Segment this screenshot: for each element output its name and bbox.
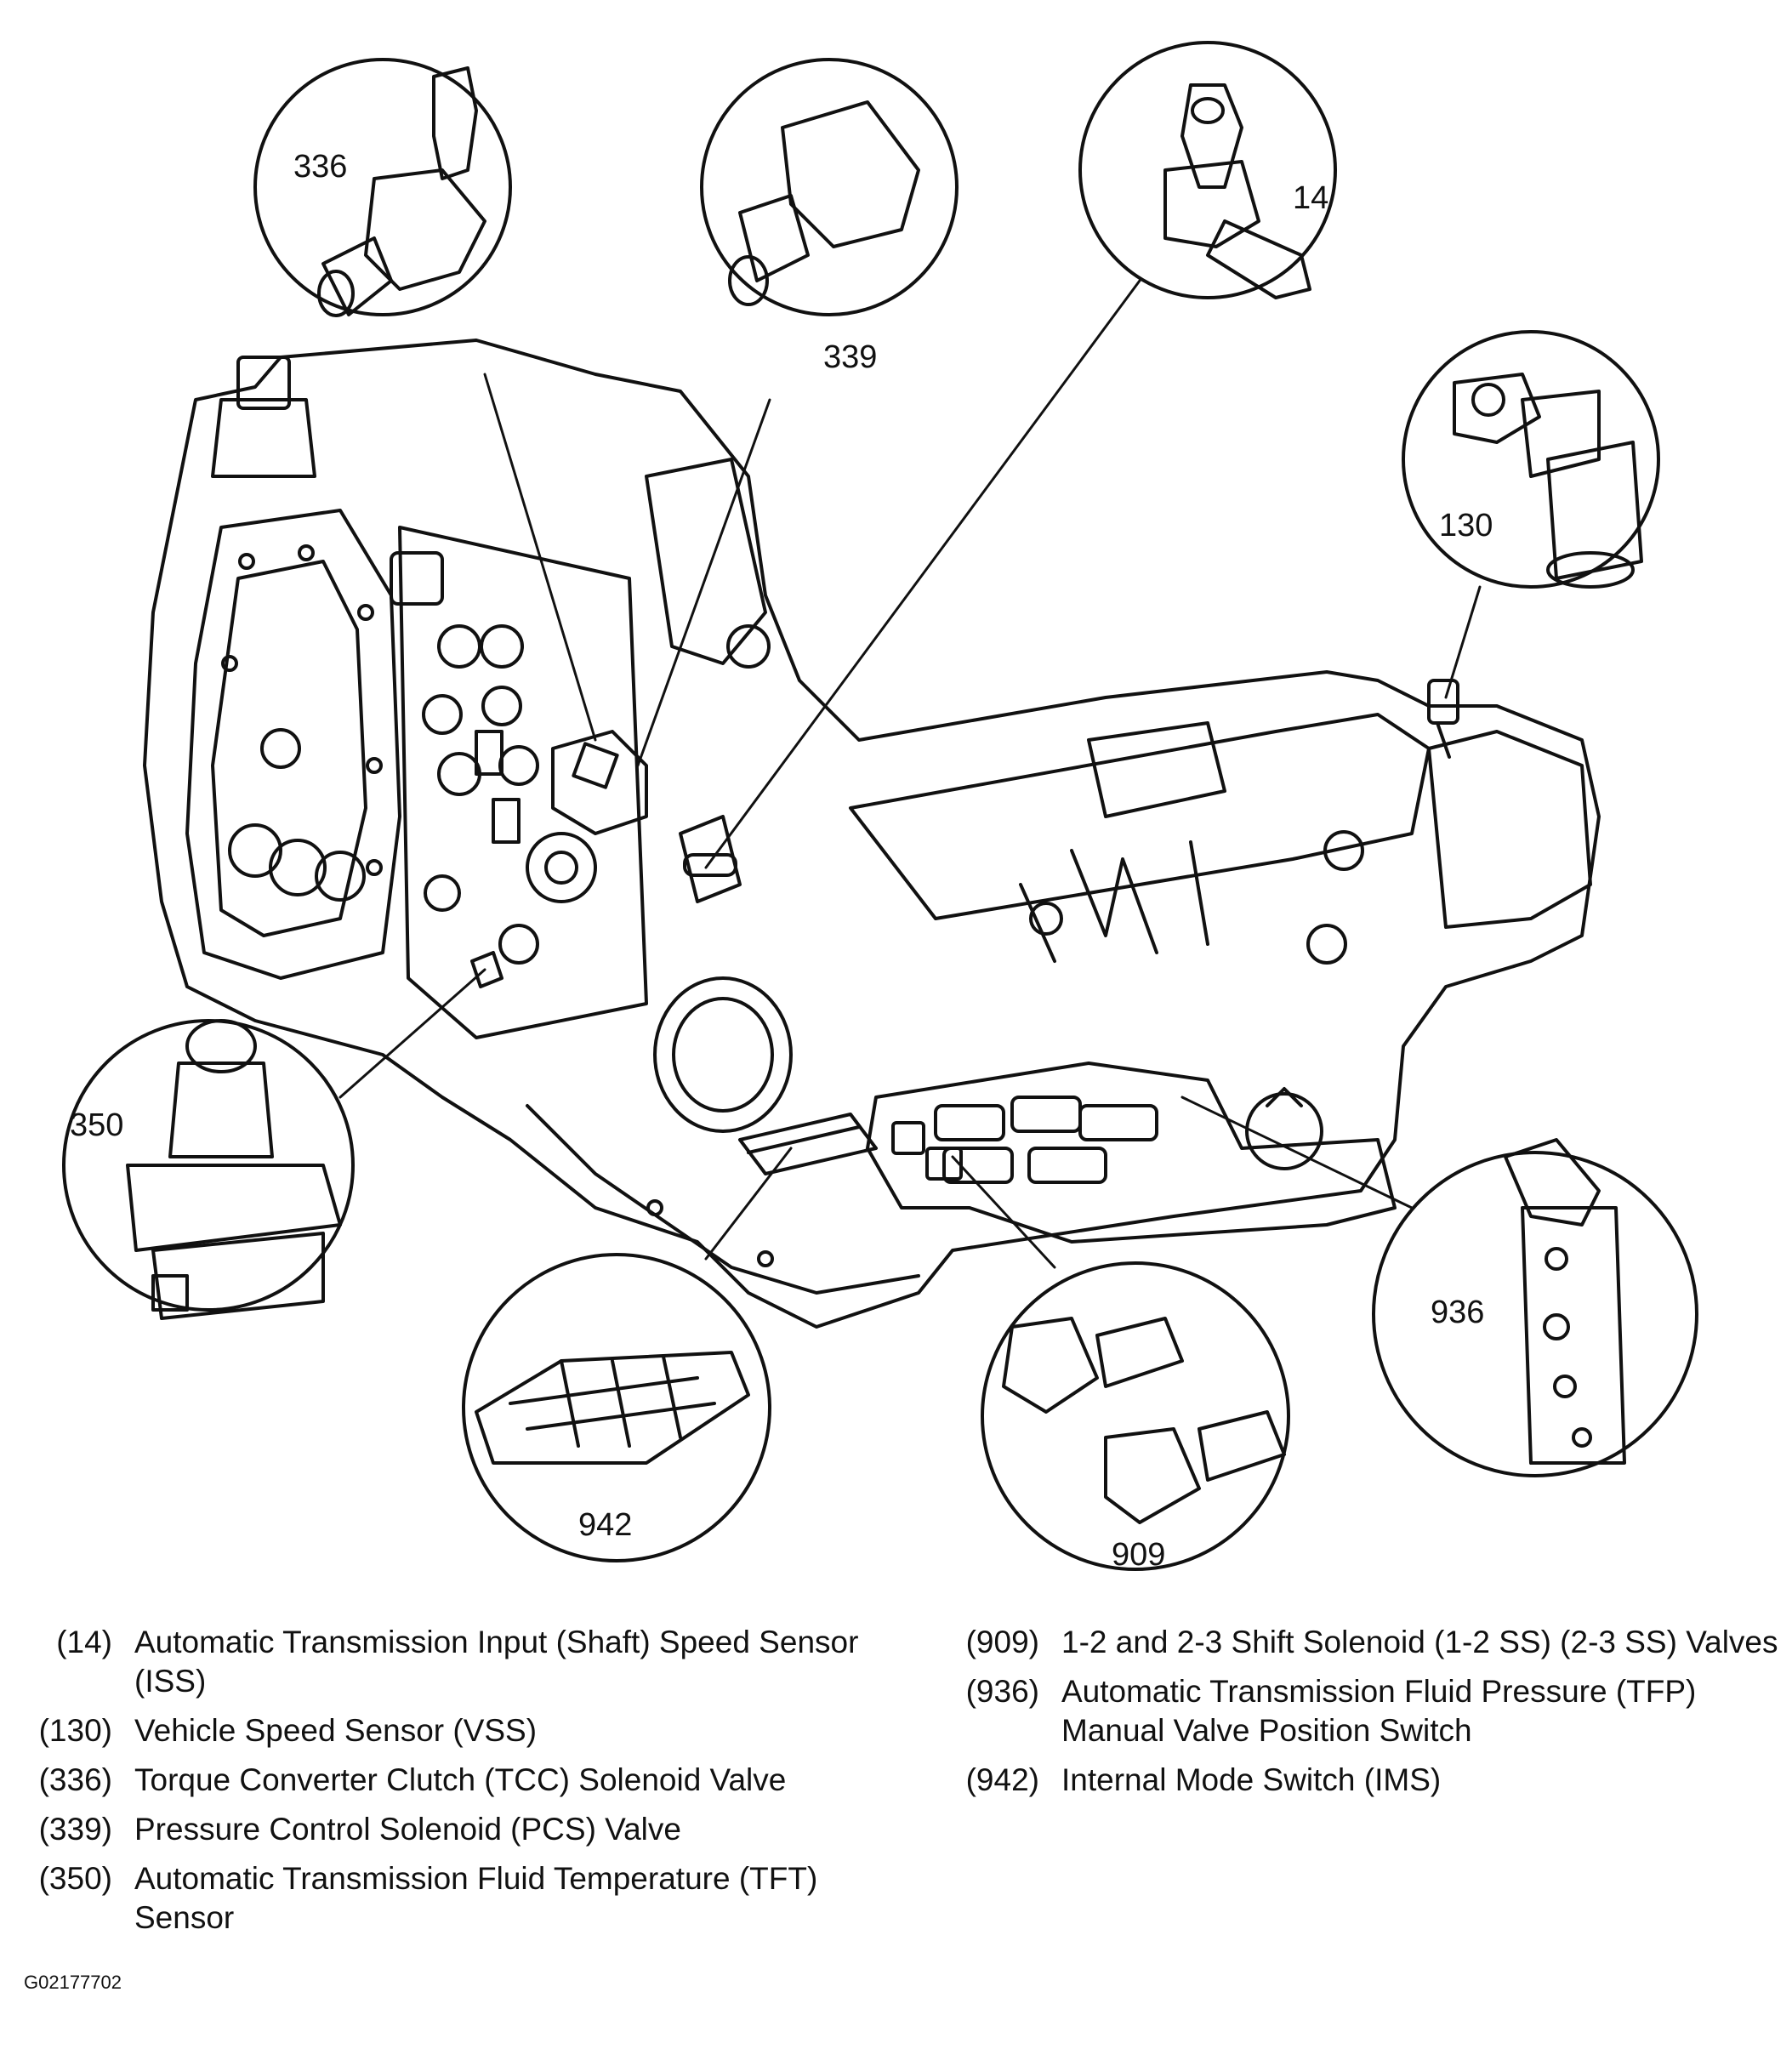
legend-number: (14) bbox=[56, 1625, 112, 1659]
detail-circle-909 bbox=[981, 1261, 1290, 1571]
detail-circle-336 bbox=[253, 58, 512, 317]
callout-909: 909 bbox=[1112, 1537, 1165, 1573]
detail-circle-14 bbox=[1078, 41, 1337, 299]
legend-description: Internal Mode Switch (IMS) bbox=[1061, 1762, 1442, 1797]
legend-left-column: (14) Automatic Transmission Input (Shaft… bbox=[26, 1623, 885, 1948]
legend-item-942: (942) Internal Mode Switch (IMS) bbox=[953, 1761, 1786, 1800]
legend-number: (936) bbox=[965, 1674, 1039, 1709]
callout-130: 130 bbox=[1439, 508, 1493, 544]
legend-number: (942) bbox=[965, 1762, 1039, 1797]
detail-circle-936 bbox=[1372, 1138, 1698, 1477]
legend-description: 1-2 and 2-3 Shift Solenoid (1-2 SS) (2-3… bbox=[1061, 1625, 1778, 1659]
legend-item-130: (130) Vehicle Speed Sensor (VSS) bbox=[26, 1711, 885, 1750]
legend-description: Torque Converter Clutch (TCC) Solenoid V… bbox=[134, 1762, 787, 1797]
callout-14: 14 bbox=[1293, 180, 1328, 216]
legend-item-339: (339) Pressure Control Solenoid (PCS) Va… bbox=[26, 1810, 885, 1849]
legend-description: Vehicle Speed Sensor (VSS) bbox=[134, 1713, 538, 1748]
legend-right-column: (909) 1-2 and 2-3 Shift Solenoid (1-2 SS… bbox=[953, 1623, 1786, 1810]
figure-id: G02177702 bbox=[24, 1972, 122, 1993]
legend-description: Automatic Transmission Input (Shaft) Spe… bbox=[134, 1625, 859, 1699]
transmission-housing bbox=[143, 339, 1601, 1329]
callout-350: 350 bbox=[70, 1107, 123, 1143]
legend-item-350: (350) Automatic Transmission Fluid Tempe… bbox=[26, 1859, 885, 1938]
legend-number: (130) bbox=[38, 1713, 112, 1748]
detail-circle-942 bbox=[462, 1253, 771, 1562]
callout-336: 336 bbox=[293, 149, 347, 185]
legend-description: Automatic Transmission Fluid Pressure (T… bbox=[1061, 1674, 1697, 1748]
legend-number: (336) bbox=[38, 1762, 112, 1797]
callout-942: 942 bbox=[578, 1507, 632, 1543]
legend-number: (339) bbox=[38, 1812, 112, 1847]
detail-circle-339 bbox=[700, 58, 959, 316]
legend-item-936: (936) Automatic Transmission Fluid Press… bbox=[953, 1672, 1786, 1750]
legend-number: (350) bbox=[38, 1861, 112, 1896]
leader-lines bbox=[338, 279, 1482, 1269]
legend-description: Pressure Control Solenoid (PCS) Valve bbox=[134, 1812, 681, 1847]
legend-item-336: (336) Torque Converter Clutch (TCC) Sole… bbox=[26, 1761, 885, 1800]
detail-circle-130 bbox=[1402, 330, 1660, 589]
legend-item-14: (14) Automatic Transmission Input (Shaft… bbox=[26, 1623, 885, 1701]
callout-936: 936 bbox=[1431, 1295, 1484, 1330]
detail-circle-350 bbox=[62, 1019, 355, 1320]
callout-339: 339 bbox=[823, 339, 877, 375]
legend-number: (909) bbox=[965, 1625, 1039, 1659]
legend-item-909: (909) 1-2 and 2-3 Shift Solenoid (1-2 SS… bbox=[953, 1623, 1786, 1662]
legend-description: Automatic Transmission Fluid Temperature… bbox=[134, 1861, 818, 1935]
